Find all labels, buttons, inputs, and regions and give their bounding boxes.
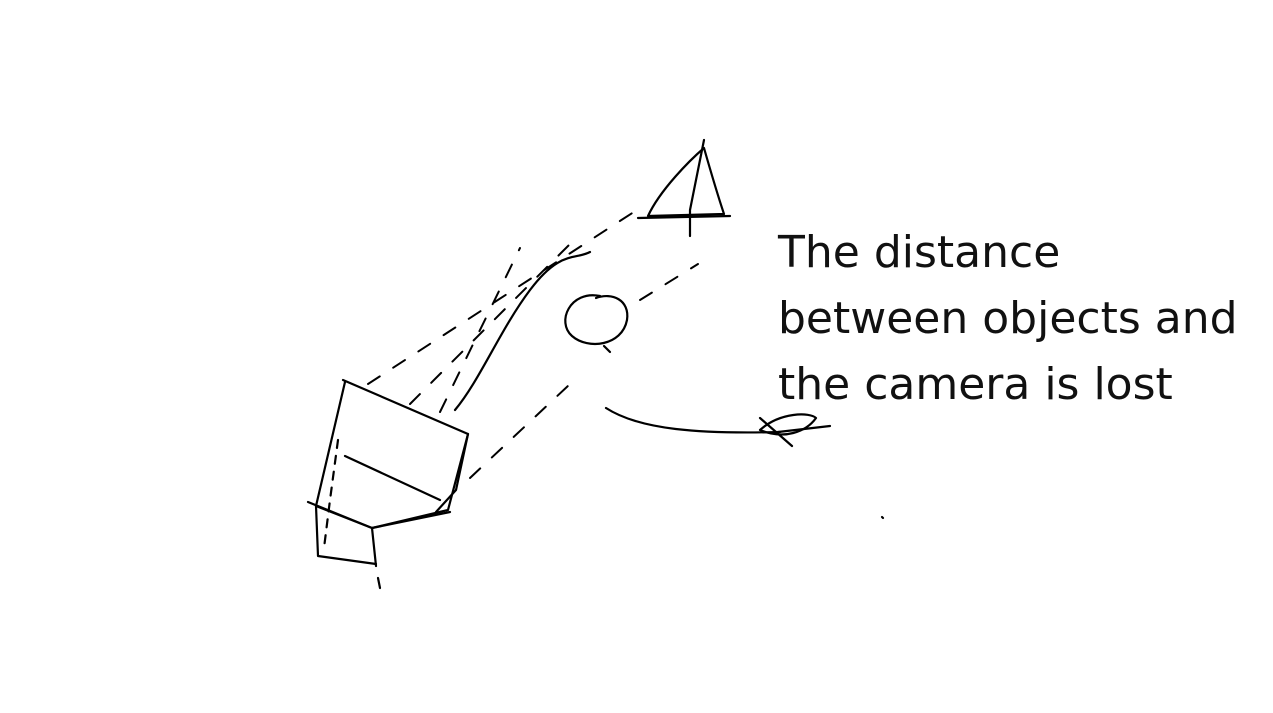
caption-line-2: between objects and xyxy=(778,293,1238,344)
projection-line xyxy=(639,263,699,301)
caption-text: The distance between objects and the cam… xyxy=(778,220,1258,418)
projection-curve xyxy=(453,250,592,412)
cone-object xyxy=(636,138,732,238)
projection-line xyxy=(439,247,521,413)
sphere-object xyxy=(564,294,629,354)
caption-line-3: the camera is lost xyxy=(778,359,1173,410)
stray-dot xyxy=(880,515,885,520)
projection-line xyxy=(409,239,575,405)
projection-line xyxy=(367,207,641,385)
caption-line-1: The distance xyxy=(778,227,1061,278)
eye-icon xyxy=(604,406,832,448)
projection-line xyxy=(469,383,571,479)
projection-lines xyxy=(367,207,699,479)
camera-icon xyxy=(306,378,470,590)
